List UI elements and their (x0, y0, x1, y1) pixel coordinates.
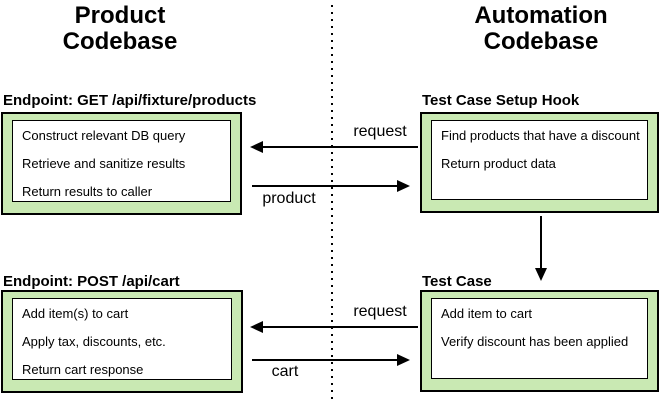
product-codebase-title-line2: Codebase (62, 28, 178, 55)
step-retrieve-sanitize: Retrieve and sanitize results (22, 156, 186, 171)
bottom-cart-arrow-label: cart (271, 363, 299, 380)
test-case-setup-hook-box: Find products that have a discount Retur… (420, 112, 659, 213)
top-product-arrow-line (252, 185, 398, 187)
product-codebase-title: Product Codebase (20, 3, 220, 55)
endpoint-post-cart-label: Endpoint: POST /api/cart (3, 273, 180, 290)
automation-codebase-title: Automation Codebase (441, 3, 641, 55)
test-case-steps: Add item to cart Verify discount has bee… (431, 298, 648, 379)
step-construct-db-query: Construct relevant DB query (22, 128, 186, 143)
test-case-label: Test Case (422, 273, 492, 290)
endpoint-get-products-label: Endpoint: GET /api/fixture/products (3, 92, 257, 109)
automation-codebase-title-line1: Automation (474, 2, 608, 29)
bottom-request-arrowhead-left-icon (250, 321, 263, 333)
top-request-arrow-label: request (353, 123, 407, 140)
automation-codebase-title-line2: Codebase (483, 28, 599, 55)
step-add-item-to-cart: Add item to cart (441, 306, 533, 321)
endpoint-get-products-steps: Construct relevant DB query Retrieve and… (12, 120, 231, 202)
bottom-request-arrow-line (262, 326, 418, 328)
endpoint-post-cart-box: Add item(s) to cart Apply tax, discounts… (1, 290, 243, 393)
bottom-request-arrow-label: request (353, 303, 407, 320)
codebase-boundary-dotted-line (331, 5, 333, 403)
test-case-setup-hook-label: Test Case Setup Hook (422, 92, 580, 109)
step-add-items-to-cart: Add item(s) to cart (22, 306, 129, 321)
step-apply-tax-discounts: Apply tax, discounts, etc. (22, 334, 166, 349)
step-return-cart-response: Return cart response (22, 362, 144, 377)
step-find-discount-products: Find products that have a discount (441, 128, 640, 143)
step-return-results: Return results to caller (22, 184, 153, 199)
setup-hook-to-test-case-arrow-line (540, 216, 542, 268)
product-codebase-title-line1: Product (74, 2, 166, 29)
top-request-arrow-line (262, 146, 418, 148)
setup-hook-to-test-case-arrowhead-down-icon (535, 268, 547, 281)
bottom-cart-arrowhead-right-icon (397, 354, 410, 366)
endpoint-get-products-box: Construct relevant DB query Retrieve and… (1, 112, 242, 215)
top-request-arrowhead-left-icon (250, 141, 263, 153)
step-verify-discount-applied: Verify discount has been applied (441, 334, 629, 349)
endpoint-post-cart-steps: Add item(s) to cart Apply tax, discounts… (12, 298, 232, 380)
bottom-cart-arrow-line (252, 359, 398, 361)
top-product-arrowhead-right-icon (397, 180, 410, 192)
top-product-arrow-label: product (262, 190, 316, 207)
step-return-product-data: Return product data (441, 156, 556, 171)
test-case-setup-hook-steps: Find products that have a discount Retur… (431, 120, 648, 200)
test-case-box: Add item to cart Verify discount has bee… (420, 290, 659, 392)
